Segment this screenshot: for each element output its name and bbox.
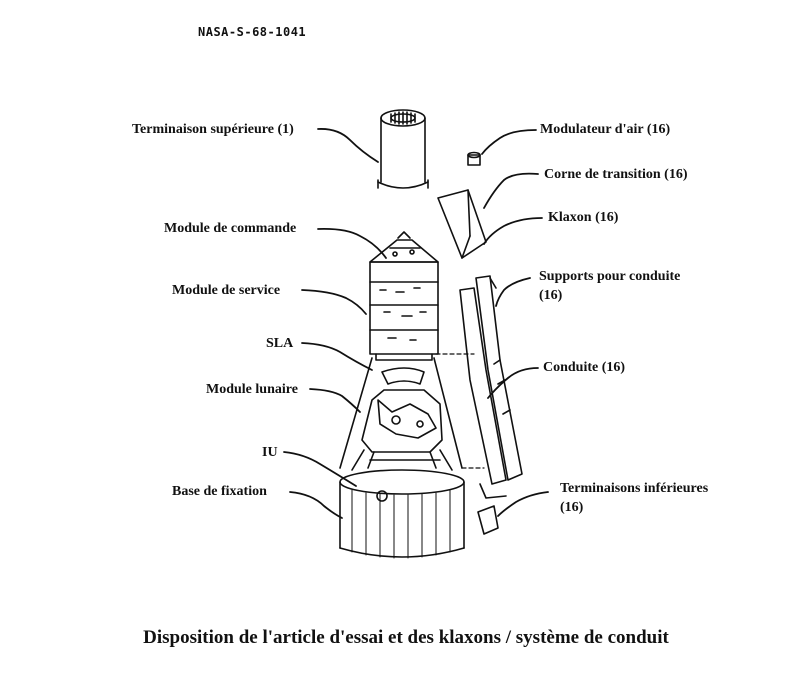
label-iu: IU xyxy=(262,445,278,460)
label-lunar-module: Module lunaire xyxy=(206,382,298,397)
conduit-drawing xyxy=(459,275,523,499)
transition-horn-drawing xyxy=(437,189,487,259)
figure-caption: Disposition de l'article d'essai et des … xyxy=(143,627,669,648)
label-lower-terminations: Terminaisons inférieures xyxy=(560,481,709,496)
label-transition-horn: Corne de transition (16) xyxy=(544,167,688,182)
lunar-module-drawing xyxy=(351,389,453,471)
label-service-module: Module de service xyxy=(172,283,281,298)
label-sla: SLA xyxy=(266,336,294,351)
label-conduit: Conduite (16) xyxy=(543,360,626,375)
label-upper-termination: Terminaison supérieure (1) xyxy=(132,122,294,137)
label-lower-terminations-count: (16) xyxy=(560,500,584,515)
label-air-modulator: Modulateur d'air (16) xyxy=(540,122,671,137)
mounting-base-drawing xyxy=(339,469,465,559)
air-modulator-drawing xyxy=(467,151,481,166)
leader-lines xyxy=(283,128,549,519)
label-mounting-base: Base de fixation xyxy=(172,484,267,499)
lower-termination-drawing xyxy=(477,505,499,535)
label-horn: Klaxon (16) xyxy=(548,210,619,225)
figure-reference: NASA-S-68-1041 xyxy=(198,25,307,39)
sla-adapter-drawing xyxy=(339,357,463,469)
command-module-drawing xyxy=(369,231,439,263)
label-conduit-supports: Supports pour conduite xyxy=(539,269,681,284)
label-command-module: Module de commande xyxy=(164,221,297,236)
upper-termination-drawing xyxy=(377,109,429,189)
service-module-drawing xyxy=(369,261,439,361)
label-conduit-supports-count: (16) xyxy=(539,288,563,303)
